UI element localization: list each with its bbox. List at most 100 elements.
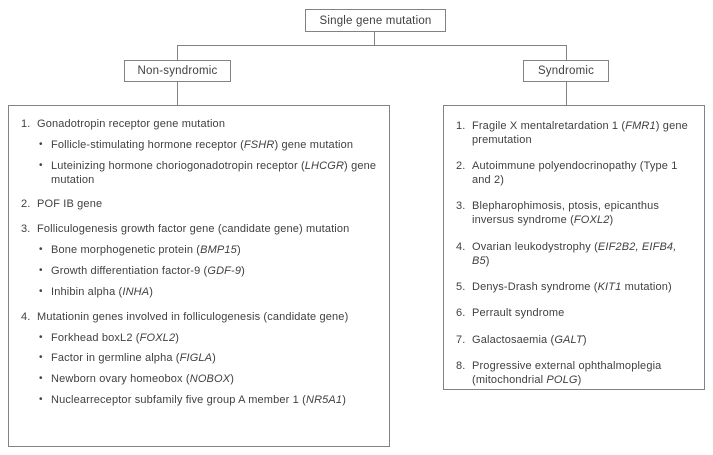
numbered-list-item: 6. Perrault syndrome <box>456 307 692 321</box>
bullet-icon: • <box>39 138 43 150</box>
bullet-icon: • <box>39 244 43 256</box>
text-segment: ) <box>149 285 154 298</box>
item-number: 1. <box>456 120 466 132</box>
text-segment: Folliculogenesis growth factor gene (can… <box>37 223 350 236</box>
gene-symbol: NOBOX <box>189 373 231 386</box>
numbered-list-item: 1. Gonadotropin receptor gene mutation <box>21 118 377 132</box>
non-syndromic-node: Non-syndromic <box>124 60 231 82</box>
item-text: Denys-Drash syndrome (KIT1 mutation) <box>472 281 692 295</box>
bullet-text: Factor in germline alpha (FIGLA) <box>51 352 377 366</box>
text-segment: Follicle-stimulating hormone receptor ( <box>51 138 244 151</box>
item-number: 1. <box>21 118 31 130</box>
text-segment: Gonadotropin receptor gene mutation <box>37 118 226 130</box>
text-segment: ) <box>230 373 235 386</box>
numbered-list-item: 3.Folliculogenesis growth factor gene (c… <box>21 223 377 237</box>
connector-right-drop-lower <box>566 81 567 105</box>
bullet-icon: • <box>39 394 43 406</box>
bullet-icon: • <box>39 331 43 343</box>
bullet-text: Nuclearreceptor subfamily five group A m… <box>51 394 377 408</box>
text-segment: ) <box>236 244 241 257</box>
gene-symbol: POLG <box>546 373 578 386</box>
text-segment: Luteinizing hormone choriogonadotropin r… <box>51 159 305 172</box>
gene-symbol: INHA <box>122 285 150 298</box>
bullet-icon: • <box>39 352 43 364</box>
text-segment: ) gene premutation <box>472 120 688 146</box>
gene-symbol: FIGLA <box>179 352 213 365</box>
gene-symbol: FOXL2 <box>573 214 610 227</box>
item-number: 4. <box>456 240 466 253</box>
bullet-list-item: •Bone morphogenetic protein (BMP15) <box>21 244 377 258</box>
text-segment: ) <box>241 265 245 278</box>
text-segment: ) <box>582 333 587 346</box>
connector-horizontal <box>177 45 567 46</box>
text-segment: Growth differentiation factor-9 ( <box>51 265 208 278</box>
bullet-list-item: •Newborn ovary homeobox (NOBOX) <box>21 373 377 387</box>
text-segment: Ovarian leukodystrophy ( <box>472 240 598 253</box>
text-segment: mutation) <box>621 280 672 293</box>
bullet-list-item: • Luteinizing hormone choriogonadotropin … <box>21 160 377 188</box>
text-segment: Progressive external ophthalmoplegia (mi… <box>472 359 662 386</box>
gene-symbol: BMP15 <box>200 244 237 257</box>
text-segment: ) gene mutation <box>274 138 354 151</box>
text-segment: Forkhead boxL2 ( <box>51 331 140 344</box>
gene-symbol: EIF2B2, EIFB4, B5 <box>472 240 677 267</box>
numbered-list-item: 3. Blepharophimosis, ptosis, epicanthus i… <box>456 200 692 228</box>
bullet-list-item: • Follicle-stimulating hormone receptor (… <box>21 139 377 153</box>
syndromic-node-label: Syndromic <box>537 65 595 77</box>
bullet-icon: • <box>39 159 43 171</box>
item-text: Galactosaemia (GALT) <box>472 334 692 348</box>
item-text: Ovarian leukodystrophy (EIF2B2, EIFB4, B… <box>472 241 692 269</box>
bullet-icon: • <box>39 285 43 297</box>
bullet-text: Growth differentiation factor-9 (GDF-9) <box>51 265 377 279</box>
item-number: 5. <box>456 280 466 293</box>
numbered-list-item: 5. Denys-Drash syndrome (KIT1 mutation) <box>456 281 692 295</box>
item-number: 8. <box>456 359 466 372</box>
bullet-icon: • <box>39 265 43 277</box>
numbered-list-item: 8. Progressive external ophthalmoplegia (… <box>456 360 692 388</box>
text-segment: ) <box>212 352 216 365</box>
item-number: 3. <box>456 200 466 213</box>
text-segment: Autoimmune polyendocrinopathy (Type 1 an… <box>472 160 678 187</box>
syndromic-panel: 1. Fragile X mentalretardation 1 (FMR1) g… <box>443 105 705 390</box>
text-segment: POF IB gene <box>37 198 103 211</box>
text-segment: Newborn ovary homeobox ( <box>51 373 190 386</box>
item-text: Blepharophimosis, ptosis, epicanthus inv… <box>472 200 692 228</box>
bullet-list-item: • Growth differentiation factor-9 (GDF-9) <box>21 265 377 279</box>
connector-left-drop-upper <box>177 45 178 60</box>
gene-symbol: KIT1 <box>597 280 622 293</box>
text-segment: ) <box>485 254 490 267</box>
item-text: Progressive external ophthalmoplegia (mi… <box>472 360 692 388</box>
connector-left-drop-lower <box>177 81 178 105</box>
bullet-text: Luteinizing hormone choriogonadotropin r… <box>51 160 377 188</box>
item-text: Folliculogenesis growth factor gene (can… <box>37 223 377 237</box>
text-segment: ) gene mutation <box>51 159 377 186</box>
non-syndromic-node-label: Non-syndromic <box>137 65 218 77</box>
text-segment: ) <box>175 331 180 344</box>
non-syndromic-panel: 1. Gonadotropin receptor gene mutation • Fo… <box>8 105 390 447</box>
item-text: Perrault syndrome <box>472 307 692 321</box>
bullet-text: Follicle-stimulating hormone receptor (F… <box>51 139 377 153</box>
text-segment: ) <box>342 394 347 407</box>
text-segment: Mutationin genes involved in folliculoge… <box>37 310 349 323</box>
item-number: 6. <box>456 307 466 320</box>
gene-symbol: FMR1 <box>625 120 656 132</box>
text-segment: ) <box>609 214 614 227</box>
text-segment: ) <box>577 373 582 386</box>
gene-symbol: LHCGR <box>304 159 345 172</box>
numbered-list-item: 2. Autoimmune polyendocrinopathy (Type 1 … <box>456 160 692 188</box>
connector-right-drop-upper <box>566 45 567 60</box>
item-number: 4. <box>21 310 31 323</box>
numbered-list-item: 4. Mutationin genes involved in folliculo… <box>21 311 377 325</box>
item-text: Mutationin genes involved in folliculoge… <box>37 311 377 325</box>
gene-symbol: NR5A1 <box>305 394 343 407</box>
text-segment: Nuclearreceptor subfamily five group A m… <box>51 394 306 407</box>
gene-symbol: FSHR <box>243 138 275 151</box>
text-segment: Blepharophimosis, ptosis, epicanthus inv… <box>472 200 660 227</box>
item-number: 7. <box>456 333 466 346</box>
item-number: 2. <box>456 160 466 173</box>
item-text: Autoimmune polyendocrinopathy (Type 1 an… <box>472 160 692 188</box>
text-segment: Denys-Drash syndrome ( <box>472 280 598 293</box>
syndromic-node: Syndromic <box>523 60 609 82</box>
text-segment: Fragile X mentalretardation 1 ( <box>472 120 626 132</box>
text-segment: Perrault syndrome <box>472 307 565 320</box>
